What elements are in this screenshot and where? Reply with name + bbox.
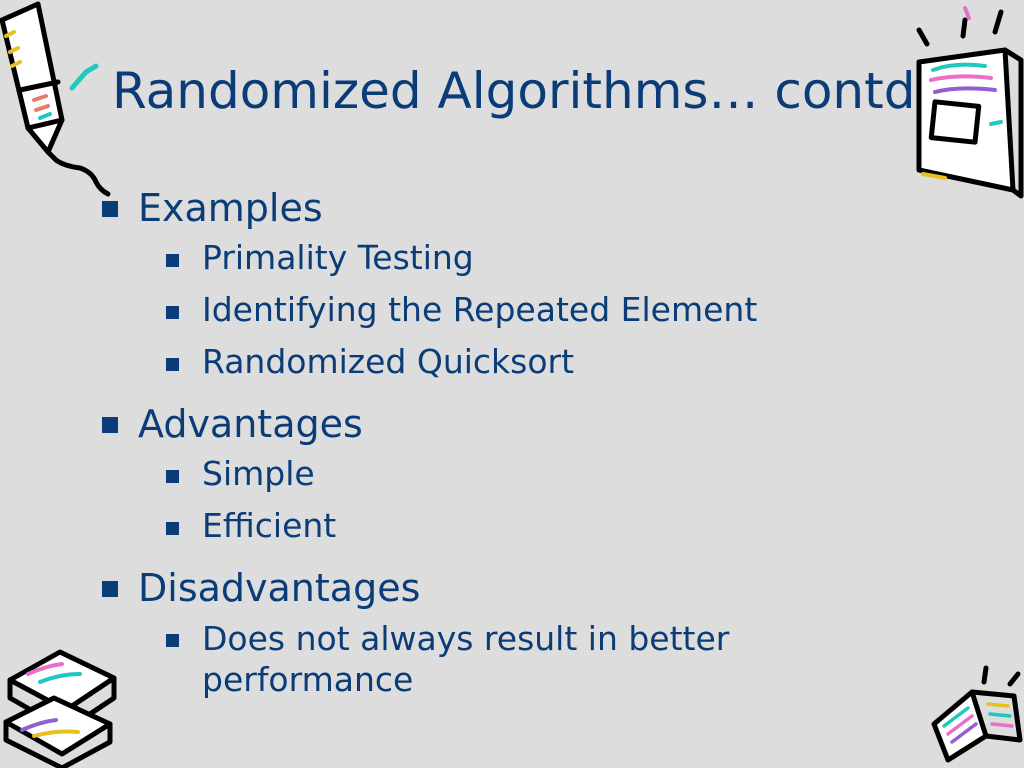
sub-bullet-label: Does not always result in better perform… — [202, 619, 730, 699]
advantages-list: Simple Efficient — [164, 450, 860, 562]
square-bullet-icon — [102, 201, 118, 217]
square-bullet-icon — [166, 254, 179, 267]
sub-bullet-label: Randomized Quicksort — [202, 342, 575, 381]
square-bullet-icon — [102, 417, 118, 433]
sub-bullet-label: Efficient — [202, 506, 337, 545]
slide-content: Examples Primality Testing Identifying t… — [100, 182, 860, 716]
bullet-examples: Examples — [100, 182, 860, 234]
examples-list: Primality Testing Identifying the Repeat… — [164, 234, 860, 398]
books-stack-clipart-icon — [3, 649, 117, 768]
square-bullet-icon — [166, 358, 179, 371]
square-bullet-icon — [102, 581, 118, 597]
pencil-clipart-icon — [0, 1, 111, 197]
bullet-label: Examples — [138, 186, 323, 230]
sub-bullet-item: Randomized Quicksort — [164, 342, 860, 382]
square-bullet-icon — [166, 522, 179, 535]
slide-title: Randomized Algorithms… contd — [112, 62, 916, 120]
sub-bullet-item: Primality Testing — [164, 238, 860, 278]
bullet-disadvantages: Disadvantages — [100, 562, 860, 614]
sub-bullet-item: Efficient — [164, 506, 860, 546]
bullet-advantages: Advantages — [100, 398, 860, 450]
sub-bullet-item: Simple — [164, 454, 860, 494]
bullet-label: Disadvantages — [138, 566, 421, 610]
sub-bullet-item: Identifying the Repeated Element — [164, 290, 860, 330]
sub-bullet-label: Primality Testing — [202, 238, 474, 277]
sub-bullet-label: Identifying the Repeated Element — [202, 290, 758, 329]
square-bullet-icon — [166, 470, 179, 483]
open-book-clipart-icon — [931, 665, 1023, 763]
bullet-label: Advantages — [138, 402, 363, 446]
sub-bullet-item: Does not always result in better perform… — [164, 618, 802, 700]
notebook-clipart-icon — [916, 6, 1024, 199]
square-bullet-icon — [166, 306, 179, 319]
square-bullet-icon — [166, 634, 179, 647]
disadvantages-list: Does not always result in better perform… — [164, 614, 860, 716]
sub-bullet-label: Simple — [202, 454, 315, 493]
